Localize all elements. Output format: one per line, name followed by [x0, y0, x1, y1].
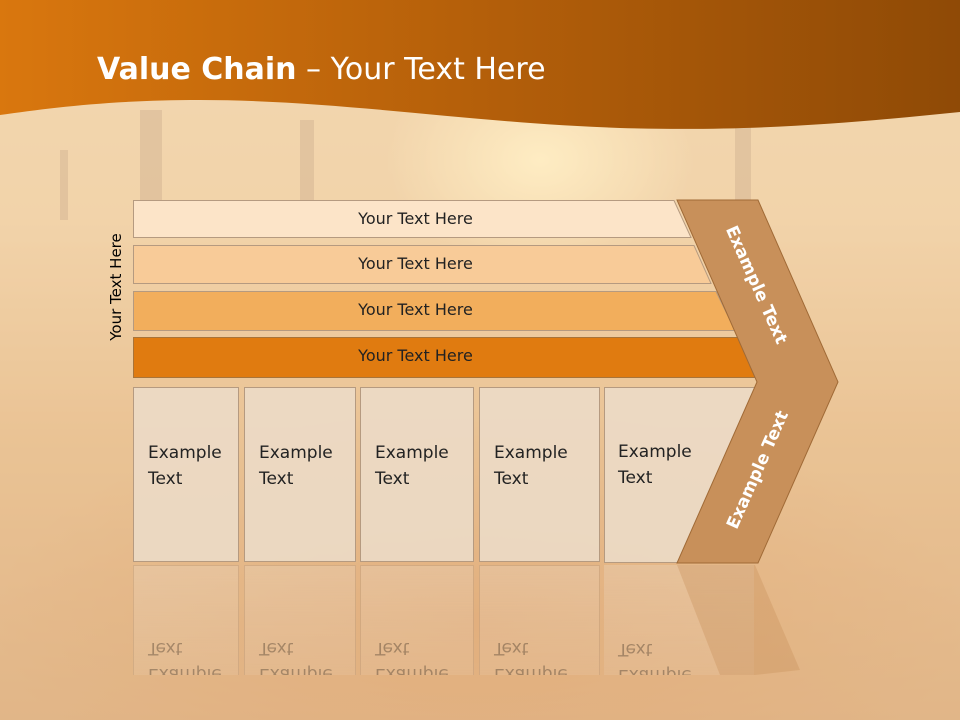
tree-trunk: [300, 120, 314, 210]
support-bar-label: Your Text Here: [358, 300, 473, 319]
reflection-chevron: [677, 565, 800, 675]
tree-trunk: [60, 150, 68, 220]
support-bar-label: Your Text Here: [358, 346, 473, 365]
margin-chevron: [676, 199, 839, 564]
bar-shape: [133, 200, 692, 238]
title-bold: Value Chain: [97, 52, 297, 87]
title-rest: – Your Text Here: [296, 52, 546, 87]
bar-shape: [133, 245, 712, 284]
support-bar-label: Your Text Here: [358, 209, 473, 228]
slide-title: Value Chain – Your Text Here: [97, 52, 546, 87]
side-label-text: Your Text Here: [107, 233, 125, 341]
header-banner: [0, 0, 960, 129]
support-bar-label: Your Text Here: [358, 254, 473, 273]
